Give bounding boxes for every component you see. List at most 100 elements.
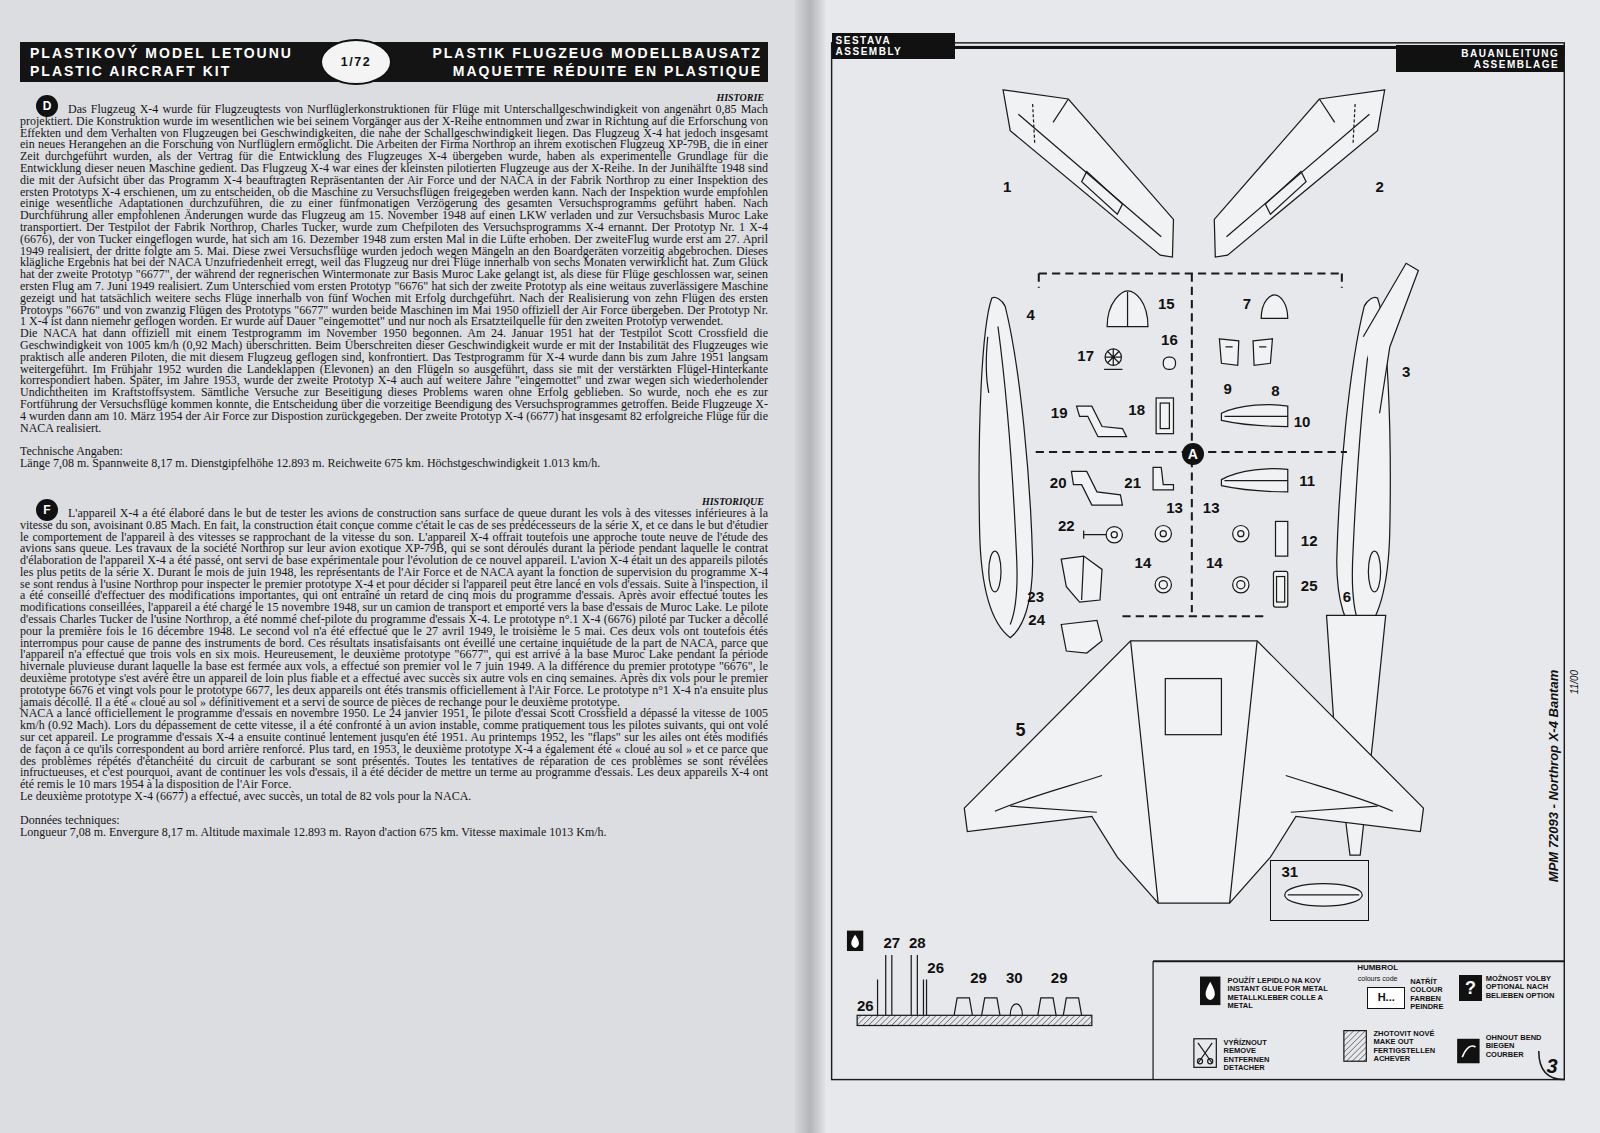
small-parts (1276, 521, 1288, 556)
callout-number: 15 (1158, 296, 1175, 311)
small-parts (1107, 291, 1148, 327)
sprue (847, 931, 863, 951)
callout-number: 17 (1077, 348, 1094, 363)
callout-number: 21 (1124, 474, 1141, 489)
small-parts (1273, 571, 1287, 607)
frame (832, 43, 1565, 1080)
canopy (1288, 894, 1359, 895)
wing-panel (1214, 90, 1384, 257)
kit-title: PLASTIC AIRCRAFT KIT (30, 63, 231, 79)
brand-note: colours code (1358, 974, 1398, 981)
sprue (847, 931, 1092, 1026)
wing (1165, 679, 1221, 735)
callout-number: 13 (1166, 500, 1183, 515)
legend-panel (1153, 961, 1564, 1079)
wing (1010, 806, 1377, 812)
callout-number: 31 (1281, 864, 1368, 879)
spec-heading: Données techniques: (20, 815, 768, 827)
legend-text: OHNOUT BEND BIEGEN COURBER (1486, 1034, 1551, 1060)
callout-number: 24 (1028, 612, 1045, 627)
detail-box: 31 (1270, 860, 1369, 921)
spec-text: Länge 7,08 m. Spannweite 8,17 m. Dienstg… (20, 458, 768, 470)
callout-number: 12 (1301, 532, 1318, 547)
right-paper (810, 0, 1600, 1133)
callout-number: 8 (1271, 382, 1279, 397)
small-parts (1160, 531, 1166, 537)
callout-number: 25 (1301, 577, 1318, 592)
legend-panel (1200, 977, 1220, 1006)
kit-title: MAQUETTE RÉDUITE EN PLASTIQUE (453, 63, 762, 79)
callout-number: 23 (1027, 588, 1044, 603)
legend-text: NATŘÍT COLOUR FARBEN PEINDRE (1410, 978, 1457, 1012)
wing (964, 641, 1423, 903)
small-parts (1224, 416, 1287, 417)
small-parts (1163, 357, 1175, 369)
legend-panel (1152, 961, 1153, 1079)
kit-title: PLASTIKOVÝ MODEL LETOUNU (30, 45, 293, 61)
small-parts (1221, 469, 1287, 492)
paint-code-box: H... (1367, 987, 1405, 1009)
legend-panel (1539, 1051, 1565, 1080)
german-section: DHISTORIEDas Flugzeug X-4 wurde für Flug… (20, 92, 768, 470)
page-fold (795, 0, 825, 1133)
legend-text: POUŽÍT LEPIDLO NA KOV INSTANT GLUE FOR M… (1228, 977, 1348, 1011)
section-title: ASSEMBLAGE (1396, 59, 1559, 70)
language-badge: F (36, 499, 58, 521)
legend-panel (1208, 1059, 1213, 1064)
small-parts (1237, 581, 1245, 589)
wing (964, 641, 1423, 903)
small-parts (1253, 339, 1272, 366)
text-column: PLASTIKOVÝ MODEL LETOUNU PLASTIC AIRCRAFT… (20, 42, 768, 838)
callout-number: 28 (909, 934, 926, 949)
callout-number: 26 (857, 998, 874, 1013)
small-parts (1160, 403, 1169, 429)
wing-panel (1018, 114, 1161, 236)
small-parts (1105, 349, 1121, 365)
small-parts (1084, 531, 1106, 539)
scale-text: 1/72 (341, 56, 371, 69)
small-parts (1077, 406, 1127, 437)
small-parts (1104, 369, 1122, 370)
small-parts (1071, 471, 1122, 505)
callout-number: 29 (970, 969, 987, 984)
title-band: PLASTIKOVÝ MODEL LETOUNU PLASTIC AIRCRAFT… (20, 42, 768, 82)
small-parts (1233, 526, 1249, 542)
header-slot: PLASTIKOVÝ MODEL LETOUNU PLASTIC AIRCRAFT… (20, 42, 768, 82)
small-parts (1153, 467, 1173, 489)
paint-code: H... (1378, 992, 1395, 1003)
fuselage-half (979, 297, 1033, 637)
small-parts (1238, 531, 1244, 537)
legend-panel (1198, 1043, 1212, 1063)
small-parts (1277, 577, 1285, 603)
language-letter: F (43, 504, 50, 516)
section-title: BAUANLEITUNG (1396, 48, 1559, 59)
wing-panel (1003, 90, 1173, 257)
fuselage-half (989, 551, 1001, 592)
spec-text: Longueur 7,08 m. Envergure 8,17 m. Altit… (20, 827, 768, 839)
history-text: Das Flugzeug X-4 wurde für Flugzeugtests… (20, 104, 768, 328)
callout-number: 18 (1128, 402, 1145, 417)
print-date: 11/00 (1570, 669, 1580, 693)
small-parts (1219, 339, 1238, 366)
small-parts (1061, 620, 1102, 653)
callout-number: 10 (1294, 414, 1311, 429)
assembly-drawing (832, 43, 1565, 1080)
small-parts (1111, 532, 1117, 538)
callout-number: 30 (1006, 969, 1023, 984)
callout-number: 5 (1015, 721, 1025, 739)
left-paper (0, 0, 810, 1133)
language-letter: D (43, 100, 52, 112)
fuselage-half (979, 297, 1033, 637)
callout-number: 26 (927, 960, 944, 975)
small-parts (1226, 346, 1267, 347)
small-parts (1261, 295, 1288, 318)
wing-panel (1033, 104, 1035, 143)
small-parts (1159, 581, 1167, 589)
scale-badge: 1/72 (320, 39, 392, 85)
section-tab: SESTAVAASSEMBLY (832, 33, 956, 60)
french-section: FHISTORIQUEL'appareil X-4 a été élaboré … (20, 496, 768, 839)
small-parts (1106, 527, 1122, 543)
legend-panel (1457, 1039, 1479, 1063)
sprue (954, 998, 1082, 1015)
small-parts (1221, 405, 1287, 427)
